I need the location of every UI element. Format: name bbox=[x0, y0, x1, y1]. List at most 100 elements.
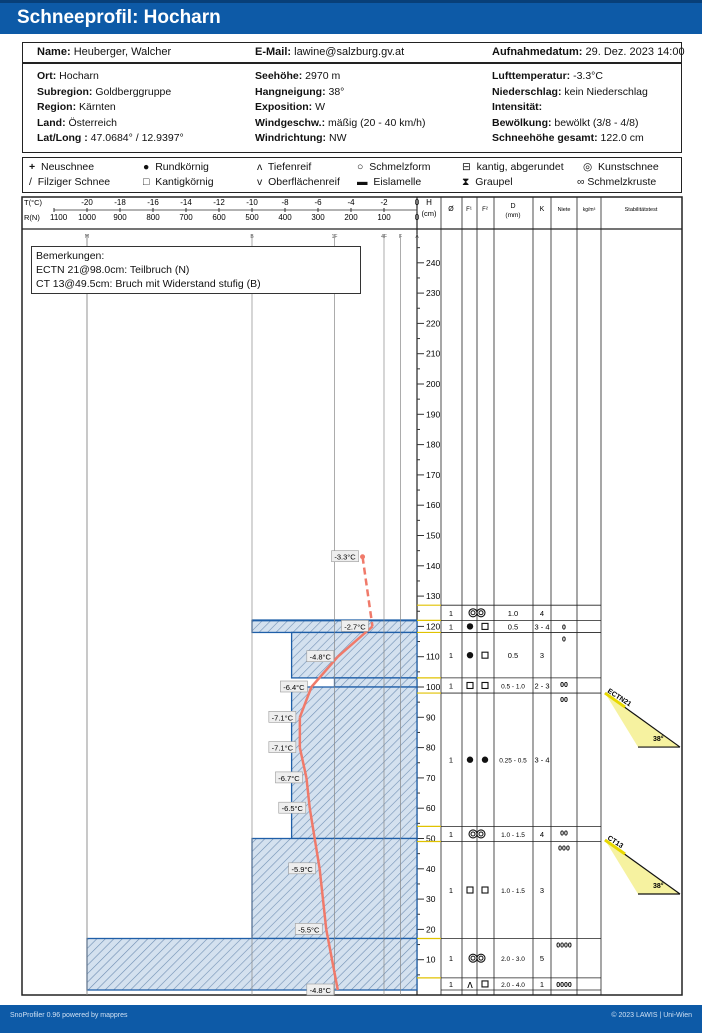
date-value: 29. Dez. 2023 14:00 bbox=[585, 46, 685, 58]
grain-legend: + Neuschnee / Filziger Schnee ● Rundkörn… bbox=[22, 157, 682, 193]
col-header-k: K bbox=[540, 206, 545, 213]
kunstschnee-icon bbox=[476, 953, 486, 963]
h-tick-label: 120 bbox=[426, 621, 440, 631]
square-icon: □ bbox=[143, 176, 150, 188]
stability-angle: 38° bbox=[653, 735, 664, 743]
profile-frame bbox=[21, 196, 683, 996]
layer-o: 1 bbox=[449, 756, 453, 765]
date-label: Aufnahmedatum: bbox=[492, 46, 583, 58]
kunstschnee-icon bbox=[470, 610, 476, 616]
temperature-label-box bbox=[306, 650, 335, 663]
temperature-segment bbox=[318, 868, 328, 930]
meta-label: Exposition: bbox=[255, 101, 313, 114]
legend-kantigkoernig: □ Kantigkörnig bbox=[143, 176, 214, 188]
t-tick-label: -18 bbox=[114, 198, 126, 207]
h-tick-label: 50 bbox=[426, 834, 436, 844]
col-header-d-unit: (mm) bbox=[505, 212, 520, 219]
h-tick-label: 90 bbox=[426, 712, 436, 722]
h-tick-label: 30 bbox=[426, 894, 436, 904]
name-field: Name: Heuberger, Walcher bbox=[37, 46, 171, 58]
layer-niete: 0000 bbox=[556, 982, 572, 989]
t-axis-label: T(°C) bbox=[24, 198, 42, 207]
square-icon bbox=[466, 886, 474, 894]
legend-filziger: / Filziger Schnee bbox=[29, 176, 111, 188]
kunstschnee-icon bbox=[470, 831, 476, 837]
layer-niete: 0000 bbox=[556, 942, 572, 949]
temperature-label-box bbox=[280, 680, 308, 693]
r-tick-label: 600 bbox=[212, 213, 226, 222]
square-icon bbox=[481, 681, 489, 690]
plus-icon: + bbox=[29, 161, 36, 173]
temperature-label: -5.5°C bbox=[298, 925, 320, 934]
double-circle-icon: ◎ bbox=[583, 161, 593, 173]
h-tick-label: 40 bbox=[426, 864, 436, 874]
temperature-label: -5.9°C bbox=[291, 865, 313, 874]
col-header-niete: Niete bbox=[558, 207, 571, 213]
r-tick-label: 800 bbox=[146, 213, 160, 222]
meta-col2-item-2: Exposition: W bbox=[255, 100, 425, 116]
meta-value: 47.0684° / 12.9397° bbox=[87, 132, 184, 145]
kunstschnee-icon bbox=[470, 955, 476, 961]
meta-label: Windgeschw.: bbox=[255, 116, 326, 129]
legend-kunstschnee: ◎ Kunstschnee bbox=[583, 161, 659, 173]
h-tick-label: 230 bbox=[426, 288, 440, 298]
meta-value: -3.3°C bbox=[570, 70, 603, 82]
layer-niete: 00 bbox=[560, 830, 568, 837]
t-tick-label: -20 bbox=[81, 198, 93, 207]
temperature-label: -4.8°C bbox=[310, 653, 332, 662]
layer-k: 3 - 4 bbox=[534, 622, 549, 631]
h-tick-label: 190 bbox=[426, 409, 440, 419]
layer-niete: 00 bbox=[560, 697, 568, 704]
h-tick-label: 170 bbox=[426, 470, 440, 480]
h-tick-label: 110 bbox=[426, 652, 440, 662]
square-icon bbox=[481, 622, 489, 630]
meta-col3-item-3: Bewölkung: bewölkt (3/8 - 4/8) bbox=[492, 116, 648, 132]
meta-col3-item-2: Intensität: bbox=[492, 100, 648, 116]
col-header-f1: F¹ bbox=[466, 207, 472, 213]
filled-circle-icon bbox=[481, 756, 489, 763]
date-field: Aufnahmedatum: 29. Dez. 2023 14:00 bbox=[492, 46, 685, 58]
kunstschnee-icon bbox=[468, 608, 478, 618]
col-header-f2: F² bbox=[482, 207, 488, 213]
v-icon: v bbox=[257, 176, 263, 188]
meta-col2-item-1: Hangneigung: 38° bbox=[255, 85, 425, 101]
filled-circle-icon: ● bbox=[143, 161, 150, 173]
temperature-label: -4.8°C bbox=[310, 986, 332, 995]
meta-value: 122.0 cm bbox=[597, 132, 644, 145]
meta-col2-item-3: Windgeschw.: mäßig (20 - 40 km/h) bbox=[255, 116, 425, 132]
legend-rundkoernig: ● Rundkörnig bbox=[143, 161, 209, 173]
temperature-label: -7.1°C bbox=[272, 744, 294, 753]
temperature-segment bbox=[298, 747, 308, 779]
h-tick-label: 200 bbox=[426, 379, 440, 389]
r-tick-label: 300 bbox=[311, 213, 325, 222]
h-tick-label: 210 bbox=[426, 349, 440, 359]
t-tick-label: -12 bbox=[213, 198, 225, 207]
t-tick-label: 0 bbox=[415, 198, 420, 207]
r-tick-label: 200 bbox=[344, 213, 358, 222]
meta-col1-item-0: Ort: Hocharn bbox=[37, 69, 184, 85]
meta-col1-item-4: Lat/Long : 47.0684° / 12.9397° bbox=[37, 131, 184, 147]
hourglass-icon: ⧗ bbox=[462, 176, 470, 188]
legend-schmelzform: ○ Schmelzform bbox=[357, 161, 431, 173]
hardness-mark: A bbox=[415, 234, 419, 240]
meta-label: Lufttemperatur: bbox=[492, 70, 571, 82]
meta-label: Land: bbox=[37, 116, 66, 129]
r-tick-label: 500 bbox=[245, 213, 259, 222]
layer-o: 1 bbox=[449, 681, 453, 690]
r-tick-label: 0 bbox=[415, 213, 420, 222]
h-tick-label: 150 bbox=[426, 531, 440, 541]
meta-value: W bbox=[312, 101, 325, 114]
temperature-segment bbox=[305, 777, 311, 809]
meta-col1-item-3: Land: Österreich bbox=[37, 116, 184, 132]
h-axis-unit: (cm) bbox=[422, 209, 437, 218]
layer-d: 0.5 - 1.0 bbox=[501, 683, 525, 690]
meta-value: 2970 m bbox=[302, 70, 341, 82]
kunstschnee-icon bbox=[468, 953, 478, 963]
t-tick-label: -16 bbox=[147, 198, 159, 207]
col-header-stab: Stabilitätstest bbox=[625, 207, 658, 213]
stability-angle: 38° bbox=[653, 882, 664, 890]
layer-d: 0.5 bbox=[508, 651, 518, 660]
h-tick-label: 100 bbox=[426, 682, 440, 692]
